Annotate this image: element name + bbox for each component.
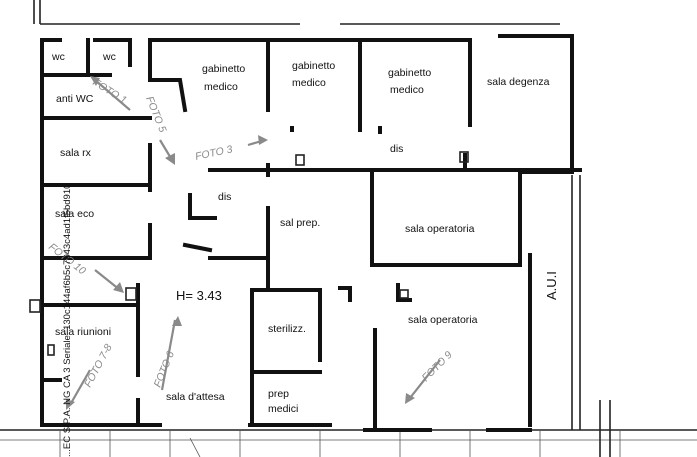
- photo-label-foto9: FOTO 9: [420, 349, 455, 384]
- label-gabinetto-1-line1: gabinetto: [202, 63, 245, 75]
- label-prep-medici-line1: prep: [268, 388, 289, 400]
- label-anti-wc: anti WC: [56, 93, 94, 105]
- label-prep-medici-line2: medici: [268, 403, 298, 415]
- photo-label-foto3: FOTO 3: [194, 143, 234, 163]
- room-labels: wc wc anti WC gabinetto medico gabinetto…: [51, 51, 559, 415]
- label-wc1: wc: [51, 51, 65, 63]
- label-sala-rx: sala rx: [60, 147, 92, 159]
- label-sal-prep: sal prep.: [280, 217, 320, 229]
- photo-arrows: [66, 76, 441, 410]
- aui-strip: [571, 175, 611, 457]
- label-sterilizz: sterilizz.: [268, 323, 306, 335]
- label-gabinetto-2-line1: gabinetto: [292, 60, 335, 72]
- label-sala-attesa: sala d'attesa: [166, 391, 225, 403]
- photo-label-foto6: FOTO 6: [152, 349, 177, 389]
- label-gabinetto-1-line2: medico: [204, 81, 238, 93]
- label-sala-operatoria-1: sala operatoria: [405, 223, 475, 235]
- photo-label-foto5: FOTO 5: [143, 95, 168, 135]
- watermark-serial: ...EC S.P.A. NG CA 3 Seriale: 130c144af6…: [62, 184, 73, 457]
- label-sala-eco: sala eco: [55, 208, 94, 220]
- photo-label-foto1: FOTO 1: [90, 76, 128, 106]
- fixtures: [29, 151, 469, 356]
- label-height: H= 3.43: [176, 288, 222, 303]
- label-gabinetto-2-line2: medico: [292, 77, 326, 89]
- label-sala-operatoria-2: sala operatoria: [408, 314, 478, 326]
- bottom-hatched-strip: [0, 429, 697, 457]
- label-gabinetto-3-line2: medico: [390, 84, 424, 96]
- top-cutoff-lines: [33, 0, 560, 25]
- label-gabinetto-3-line1: gabinetto: [388, 67, 431, 79]
- label-sala-degenza: sala degenza: [487, 76, 550, 88]
- photo-label-foto7-8: FOTO 7-8: [82, 342, 115, 389]
- label-dis-mid: dis: [218, 191, 231, 203]
- label-sala-riunioni: sala riunioni: [55, 326, 111, 338]
- interior-walls: [40, 38, 582, 432]
- label-aui: A.U.I: [544, 271, 559, 300]
- label-dis-top: dis: [390, 143, 403, 155]
- label-wc2: wc: [102, 51, 116, 63]
